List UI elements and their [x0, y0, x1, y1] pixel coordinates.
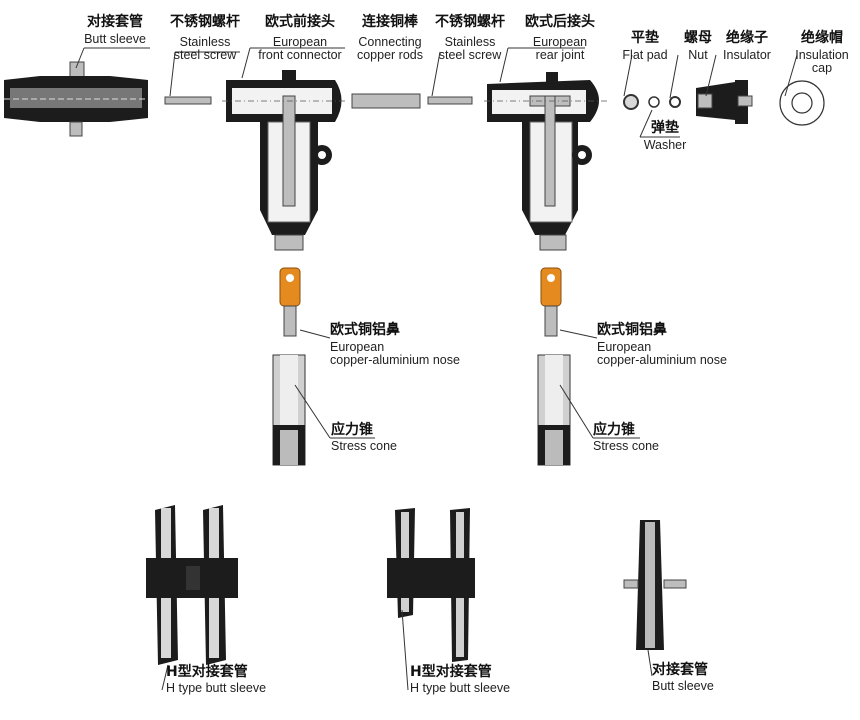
front-connector-leader-line — [241, 47, 251, 79]
washer-part — [648, 96, 660, 108]
butt-sleeve-label-zh: 对接套管 — [87, 13, 143, 30]
butt-sleeve-label-en: Butt sleeve — [84, 32, 146, 46]
stress-cone-2 — [537, 354, 571, 466]
screw-2-leader-line — [431, 51, 441, 97]
screw-1-label-en1: Stainless — [180, 35, 231, 49]
front-connector-label-zh: 欧式前接头 — [265, 13, 335, 30]
nose-2-label-zh: 欧式铜铝鼻 — [597, 321, 667, 338]
butt-sleeve-bottom-label-en: Butt sleeve — [652, 679, 714, 693]
flat-pad-leader-line — [623, 54, 633, 97]
screw-1-leader-line — [169, 51, 176, 97]
nut-label-en: Nut — [688, 48, 708, 62]
stress-cone-2-label-zh: 应力锥 — [593, 421, 635, 438]
stress-cone-1-label-zh: 应力锥 — [331, 421, 373, 438]
european-rear-joint-part — [484, 72, 610, 251]
stress-cone-1-leader-line — [294, 384, 331, 439]
butt-sleeve-leader-line — [75, 47, 85, 69]
screw-2-label-zh: 不锈钢螺杆 — [435, 13, 505, 30]
insulation-cap-label-en1: Insulation — [795, 48, 849, 62]
insulation-cap-leader-line — [784, 54, 798, 97]
h-sleeve-1-label-en: H type butt sleeve — [166, 681, 266, 695]
stainless-steel-screw-2 — [427, 96, 473, 105]
nose-2-label-en2: copper-aluminium nose — [597, 353, 727, 367]
nose-2-leader-line — [559, 329, 598, 339]
stainless-steel-screw-1 — [164, 96, 212, 105]
butt-sleeve-part — [4, 61, 148, 137]
screw-1-label-zh: 不锈钢螺杆 — [170, 13, 240, 30]
insulator-label-zh: 绝缘子 — [726, 29, 768, 46]
h-sleeve-1-label-zh: H型对接套管 — [166, 663, 248, 680]
h-sleeve-2-leader-line — [401, 609, 409, 691]
rear-joint-leader-line — [499, 47, 509, 83]
butt-sleeve-bottom-label-zh: 对接套管 — [652, 661, 708, 678]
connecting-copper-rods-part — [351, 93, 421, 109]
stress-cone-1 — [272, 354, 306, 466]
butt-sleeve-bottom-leader-line — [647, 649, 653, 677]
screw-2-label-en2: steel screw — [439, 48, 502, 62]
nose-1-leader-line — [299, 329, 331, 339]
copper-rods-label-zh: 连接铜棒 — [362, 13, 419, 30]
washer-label-en: Washer — [644, 138, 687, 152]
flat-pad-label-en: Flat pad — [622, 48, 667, 62]
stress-cone-2-leader-line — [559, 384, 594, 439]
h-sleeve-2-label-en: H type butt sleeve — [410, 681, 510, 695]
butt-sleeve-bottom-part — [623, 520, 687, 650]
screw-1-label-en2: steel screw — [174, 48, 237, 62]
nose-1-label-en2: copper-aluminium nose — [330, 353, 460, 367]
h-type-butt-sleeve-2 — [387, 508, 475, 662]
washer-label-zh: 弹垫 — [651, 119, 679, 136]
nose-2-label-en1: European — [597, 340, 651, 354]
h-sleeve-2-label-zh: H型对接套管 — [410, 663, 492, 680]
flat-pad-part — [623, 94, 639, 110]
nut-part — [669, 96, 681, 108]
front-connector-label-en1: European — [273, 35, 327, 49]
flat-pad-label-zh: 平垫 — [631, 29, 659, 46]
rear-joint-label-en2: rear joint — [536, 48, 585, 62]
insulator-label-en: Insulator — [723, 48, 771, 62]
rear-joint-label-en1: European — [533, 35, 587, 49]
nose-1-label-zh: 欧式铜铝鼻 — [330, 321, 400, 338]
front-connector-label-en2: front connector — [258, 48, 341, 62]
nut-label-zh: 螺母 — [684, 29, 712, 46]
insulation-cap-label-en2: cap — [812, 61, 832, 75]
copper-rods-label-en2: copper rods — [357, 48, 423, 62]
stress-cone-1-label-en: Stress cone — [331, 439, 397, 453]
nut-leader-line — [669, 54, 679, 99]
insulation-cap-part — [779, 80, 825, 126]
insulator-leader-line — [705, 54, 717, 97]
h-type-butt-sleeve-1 — [146, 505, 238, 665]
insulation-cap-label-zh: 绝缘帽 — [801, 29, 843, 46]
stress-cone-2-label-en: Stress cone — [593, 439, 659, 453]
rear-joint-label-zh: 欧式后接头 — [525, 13, 595, 30]
european-front-connector-part — [222, 70, 345, 251]
copper-aluminium-nose-2 — [540, 267, 562, 337]
screw-2-label-en1: Stainless — [445, 35, 496, 49]
nose-1-label-en1: European — [330, 340, 384, 354]
copper-aluminium-nose-1 — [279, 267, 301, 337]
washer-leader-line — [639, 109, 653, 138]
copper-rods-label-en1: Connecting — [358, 35, 421, 49]
h-sleeve-1-leader-line — [161, 664, 169, 691]
insulator-part — [696, 80, 753, 124]
